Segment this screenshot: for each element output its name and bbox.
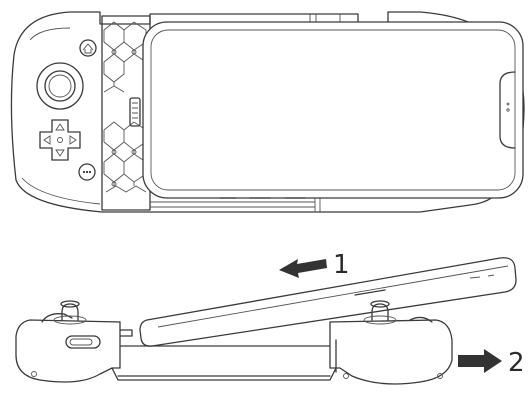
step-1-label: 1 [333, 250, 350, 280]
top-view [10, 11, 525, 213]
step-2-label: 2 [508, 348, 525, 378]
phone-top-view [142, 21, 524, 199]
bridge-side [111, 345, 337, 381]
menu-dots-icon [78, 163, 96, 181]
right-grip-side [329, 300, 453, 385]
slide-rail [150, 196, 321, 212]
shell-groove-bottom-left [21, 177, 101, 205]
left-grip-side [15, 300, 133, 383]
shell-groove-left [29, 27, 71, 41]
phone-side-view [139, 257, 517, 347]
dpad-icon [39, 119, 81, 161]
arrow-step-2: 2 [458, 348, 525, 378]
arrow-step-1: 1 [279, 250, 350, 280]
home-icon [79, 39, 97, 57]
controller-shell-top [10, 11, 525, 213]
side-view: 1 2 [15, 250, 525, 385]
joystick-icon [36, 62, 84, 110]
lightning-connector-icon [129, 97, 141, 127]
